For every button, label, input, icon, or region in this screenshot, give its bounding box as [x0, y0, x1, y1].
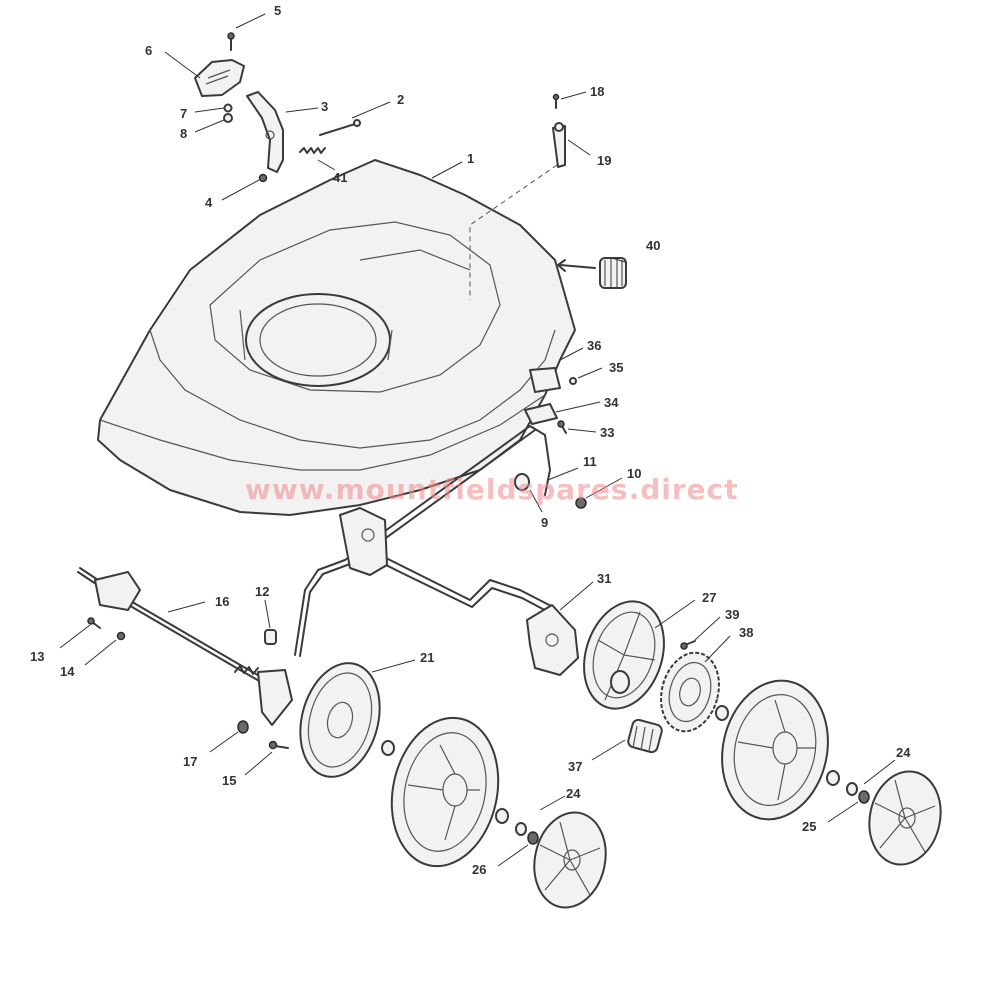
- alignment-line: [469, 164, 558, 300]
- pinion-37: [627, 718, 663, 754]
- callout-26: 26: [472, 862, 486, 877]
- screw-35: [569, 377, 577, 385]
- callout-5: 5: [274, 3, 281, 18]
- callout-24-left: 24: [566, 786, 581, 801]
- spacer-24-left: [515, 822, 527, 836]
- callout-40: 40: [646, 238, 660, 253]
- screw-5: [227, 32, 235, 51]
- callout-18: 18: [590, 84, 604, 99]
- watermark-text: www.mountfieldspares.direct: [245, 473, 739, 506]
- callout-2: 2: [397, 92, 404, 107]
- rear-wheel: [715, 679, 840, 821]
- callout-3: 3: [321, 99, 328, 114]
- callout-37: 37: [568, 759, 582, 774]
- callout-31: 31: [597, 571, 611, 586]
- callout-8: 8: [180, 126, 187, 141]
- callout-34: 34: [604, 395, 619, 410]
- nut-10: [575, 497, 587, 509]
- clip-34: [524, 403, 558, 425]
- callout-24-right: 24: [896, 745, 911, 760]
- callout-7: 7: [180, 106, 187, 121]
- bolt-18: [552, 93, 560, 109]
- pin-2: [319, 119, 361, 136]
- washer-7: [223, 103, 233, 113]
- callout-6: 6: [145, 43, 152, 58]
- screw-33: [557, 420, 567, 434]
- screw-13: [87, 617, 101, 629]
- gear-cover-27: [583, 600, 665, 710]
- callout-27: 27: [702, 590, 716, 605]
- hubcap-right: [868, 770, 942, 866]
- front-wheel: [381, 716, 509, 868]
- callout-16: 16: [215, 594, 229, 609]
- bracket-31: [526, 604, 579, 676]
- callout-11: 11: [583, 454, 597, 469]
- callout-41: 41: [333, 170, 347, 185]
- callout-33: 33: [600, 425, 614, 440]
- callout-25: 25: [802, 819, 816, 834]
- screw-39: [680, 640, 696, 650]
- height-lever-3: [246, 91, 284, 173]
- callout-1: 1: [467, 151, 474, 166]
- leader-lines: [59, 13, 896, 867]
- spacer-24-right: [846, 782, 858, 796]
- toothed-gear-38: [660, 651, 720, 733]
- callout-17: 17: [183, 754, 197, 769]
- callout-9: 9: [541, 515, 548, 530]
- drive-gear-40: [557, 257, 627, 289]
- callout-19: 19: [597, 153, 611, 168]
- callout-38: 38: [739, 625, 753, 640]
- callout-10: 10: [627, 466, 641, 481]
- callout-labels: 5 6 7 8 3 2 1 41 4 18 19 40 36 35 34 33 …: [30, 3, 911, 877]
- bracket-36: [529, 367, 561, 393]
- callout-39: 39: [725, 607, 739, 622]
- wheel-ring-21: [299, 662, 381, 778]
- front-axle-16: [77, 567, 293, 726]
- hubcap-left: [533, 811, 607, 909]
- height-lever-knob: [194, 59, 245, 97]
- callout-12: 12: [255, 584, 269, 599]
- callout-13: 13: [30, 649, 44, 664]
- nut-25: [858, 790, 870, 804]
- pivot-pin-19: [552, 122, 566, 168]
- nut-14: [116, 631, 126, 641]
- callout-21: 21: [420, 650, 434, 665]
- callout-36: 36: [587, 338, 601, 353]
- callout-4: 4: [205, 195, 213, 210]
- washer-9: [514, 473, 530, 491]
- callout-14: 14: [60, 664, 75, 679]
- nut-26: [527, 831, 539, 845]
- callout-35: 35: [609, 360, 623, 375]
- callout-15: 15: [222, 773, 236, 788]
- spacer-12: [264, 629, 277, 645]
- nut-4: [258, 173, 268, 183]
- nut-17: [237, 720, 249, 734]
- spring-41: [299, 147, 326, 154]
- mower-deck: [97, 159, 576, 516]
- bolt-15: [268, 740, 289, 750]
- axle-frame-11: [294, 425, 557, 657]
- nut-8: [223, 113, 233, 123]
